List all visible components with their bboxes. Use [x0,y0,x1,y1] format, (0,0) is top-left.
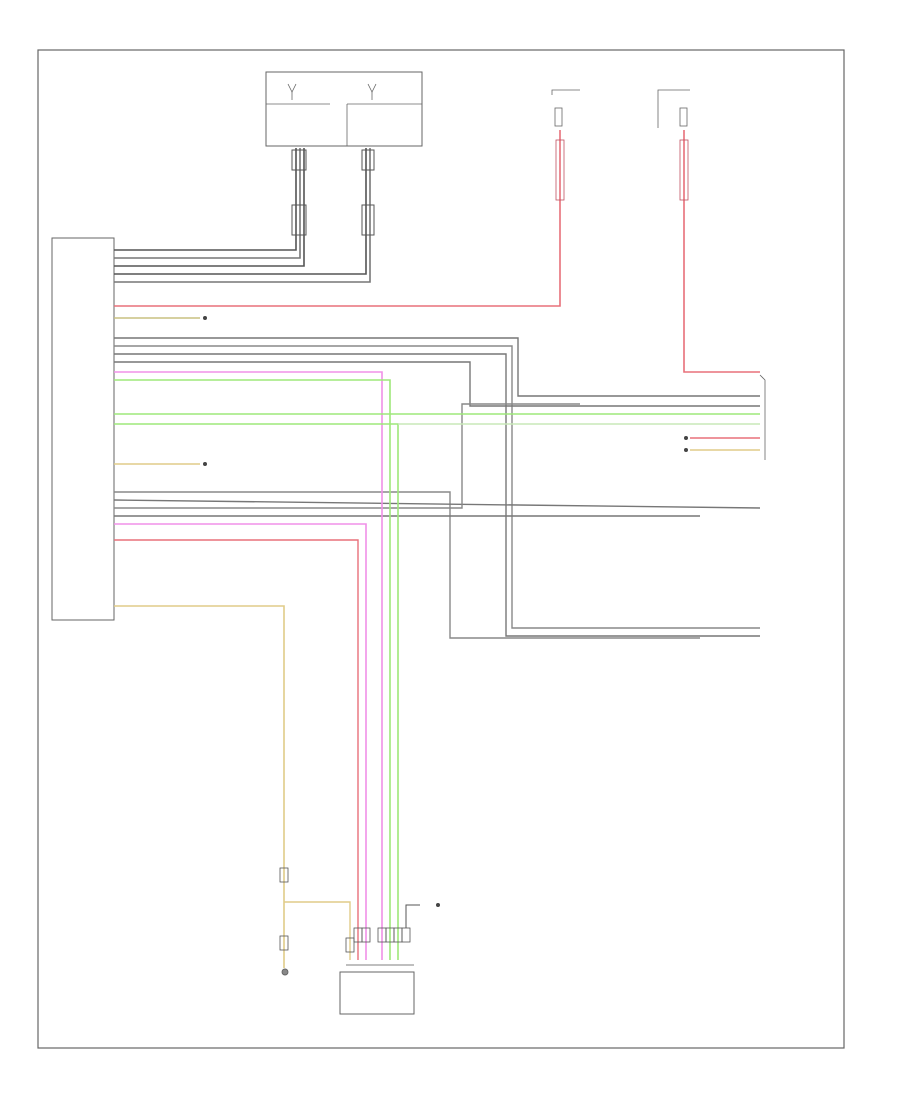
wire-bundle-green [114,379,760,960]
ground-symbol [281,968,289,976]
wire-stub-2-dot [203,462,207,466]
wire-red-fuse-2-connector [679,139,689,201]
emergency-call-button [339,971,415,1015]
telephone-control-connector [759,374,766,460]
wire-yellow-button [284,901,351,960]
wire-red-fuse-2 [683,130,760,373]
wire-red-down [114,539,359,960]
diagram-frame [37,49,845,1049]
wire-stub-1-dot [203,316,207,320]
wire-bundle-right [113,337,761,639]
button-connector-pins [345,927,411,953]
wire-yellow-ground [114,605,285,968]
emergency-call-control-module [51,237,115,621]
wire-red-fuse-1-connector [555,139,565,201]
ground-connectors [279,867,289,951]
wire-bundle-pink [114,371,383,960]
wire-red-fuse-1 [114,130,561,307]
fuse-block-1 [551,89,580,127]
wire-button-extra [405,904,420,928]
wire-yellow-right-1-dot [684,448,688,452]
wire-bundle-antenna [114,148,371,283]
wire-connectors-antenna [291,149,375,236]
telephone-antenna-icon [367,83,377,100]
wire-red-right-1-dot [684,436,688,440]
antenna-module [265,71,423,147]
wire-button-extra-dot [436,903,440,907]
fuse-block-2 [657,89,690,128]
gps-antenna-icon [287,83,297,100]
